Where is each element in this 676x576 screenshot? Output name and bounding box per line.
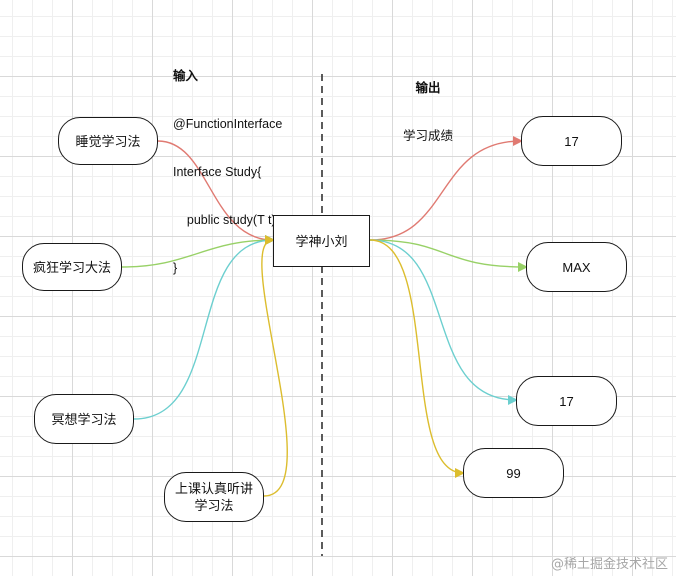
watermark-text: @稀土掘金技术社区 — [550, 557, 668, 572]
result-node-label: 17 — [559, 393, 574, 409]
method-node-crazy[interactable]: 疯狂学习大法 — [22, 243, 122, 291]
method-node-label-line1: 上课认真听讲 — [174, 481, 253, 496]
result-node-4[interactable]: 99 — [463, 448, 564, 498]
edge-center-to-result2 — [369, 239, 528, 272]
edge-center-to-result4 — [369, 239, 465, 478]
method-node-meditate[interactable]: 冥想学习法 — [34, 394, 134, 444]
result-node-label: 99 — [506, 465, 521, 481]
edge-center-to-result1 — [369, 136, 523, 241]
input-code-line-1: @FunctionInterface — [173, 117, 283, 131]
result-node-1[interactable]: 17 — [521, 116, 622, 166]
method-node-label-line2: 学习法 — [194, 498, 234, 513]
result-node-2[interactable]: MAX — [526, 242, 627, 292]
method-node-label: 冥想学习法 — [51, 411, 117, 427]
result-node-label: 17 — [564, 133, 579, 149]
output-heading: 输出 — [415, 81, 441, 95]
center-node[interactable]: 学神小刘 — [273, 215, 370, 267]
method-node-sleep[interactable]: 睡觉学习法 — [58, 117, 158, 165]
edge-method1-to-center — [157, 140, 275, 245]
input-heading: 输入 — [173, 69, 199, 83]
result-node-label: MAX — [562, 259, 591, 275]
input-code-line-3: public study(T t); — [173, 213, 280, 227]
result-node-3[interactable]: 17 — [516, 376, 617, 426]
edge-method4-to-center — [261, 235, 288, 497]
input-annotation: 输入 @FunctionInterface Interface Study{ p… — [173, 36, 282, 292]
edge-method2-to-center — [121, 235, 275, 268]
output-subtitle: 学习成绩 — [402, 129, 453, 143]
center-node-label: 学神小刘 — [295, 233, 348, 249]
edge-center-to-result3 — [369, 239, 518, 405]
input-code-line-4: } — [173, 261, 178, 275]
method-node-label: 疯狂学习大法 — [32, 259, 111, 275]
edge-method3-to-center — [133, 235, 275, 420]
output-annotation: 输出 学习成绩 — [398, 48, 458, 160]
input-code-line-2: Interface Study{ — [173, 165, 262, 179]
method-node-label: 睡觉学习法 — [75, 133, 141, 149]
method-node-listen[interactable]: 上课认真听讲 学习法 — [164, 472, 264, 522]
